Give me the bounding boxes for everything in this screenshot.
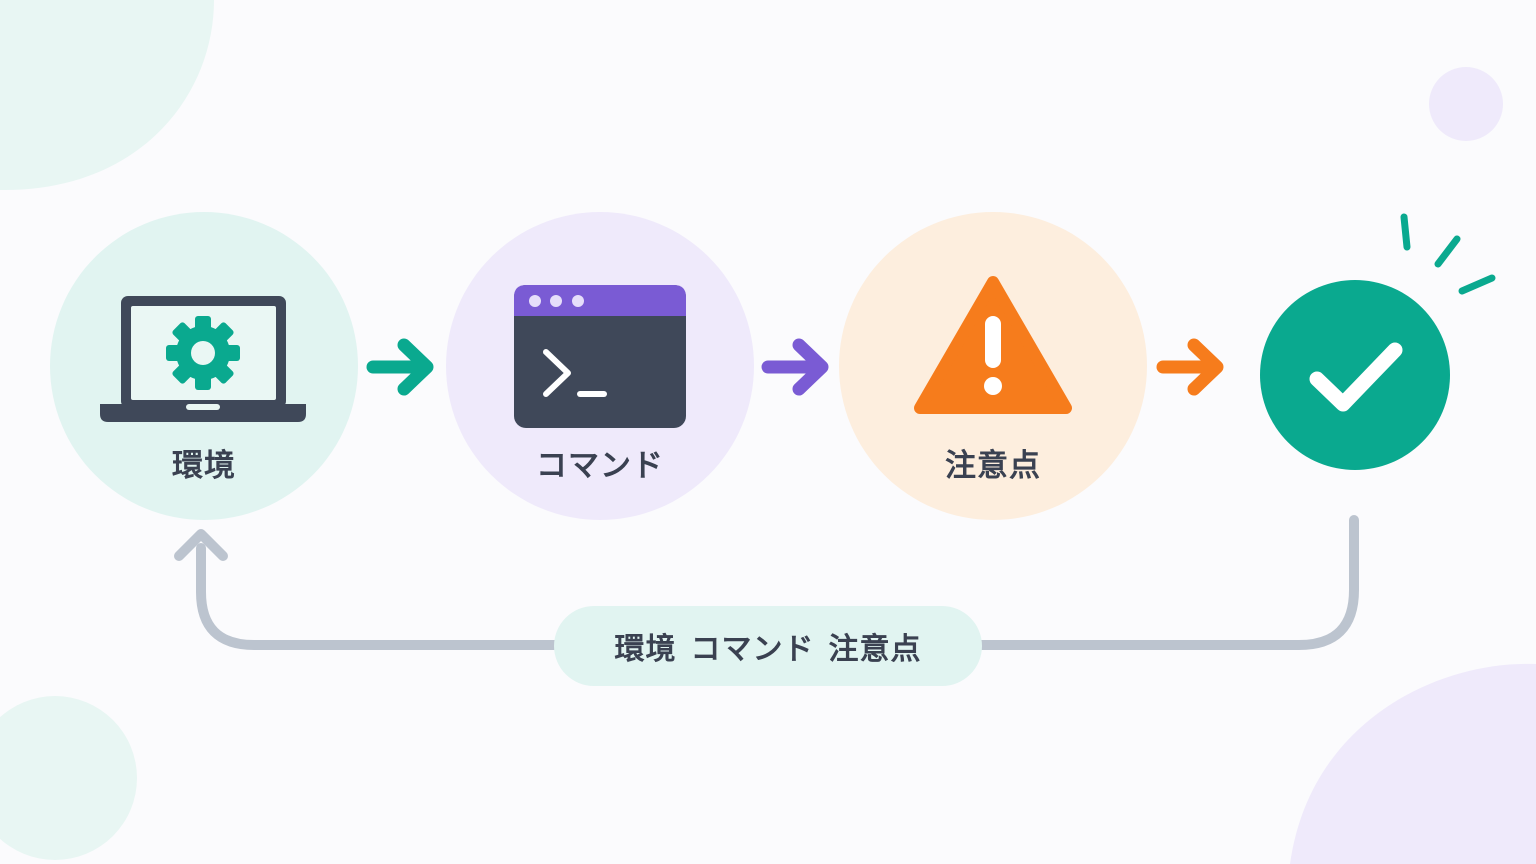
loop-label-command: コマンド	[690, 632, 815, 667]
decor-blob-top-left	[0, 0, 214, 191]
loop-label-environment: 環境	[614, 632, 677, 667]
arrow-caution-to-done	[1156, 338, 1224, 396]
arrow-command-to-caution	[761, 338, 829, 396]
loop-label-caution: 注意点	[828, 632, 922, 667]
check-circle-icon	[1260, 213, 1496, 470]
warning-triangle-icon	[914, 276, 1072, 414]
decor-dot-top-right	[1429, 67, 1503, 141]
laptop-gear-icon	[100, 296, 306, 422]
terminal-window-icon	[514, 285, 686, 428]
decor-blob-bottom-left	[0, 696, 137, 860]
step-label-caution: 注意点	[945, 448, 1041, 484]
loop-label-pill: 環境 コマンド 注意点	[554, 606, 982, 686]
step-label-environment: 環境	[172, 448, 236, 484]
arrow-environment-to-command	[366, 338, 434, 396]
decor-blob-bottom-right	[1290, 663, 1536, 864]
step-label-command: コマンド	[536, 448, 664, 484]
